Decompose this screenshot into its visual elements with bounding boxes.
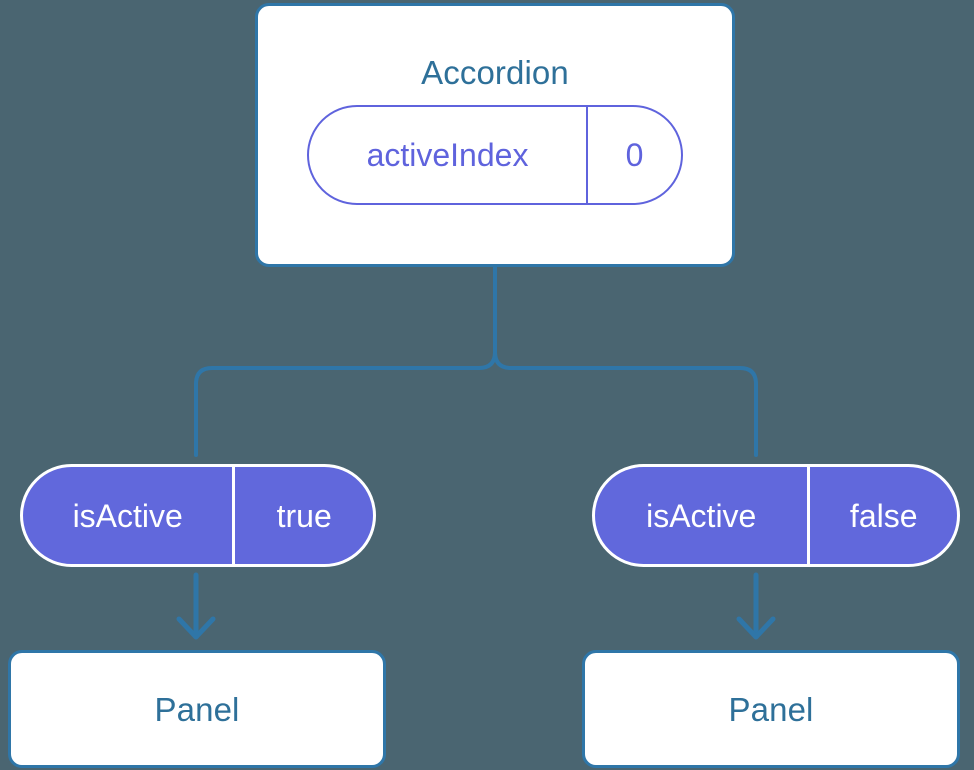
prop-pill-value-right: false — [807, 467, 957, 564]
prop-pill-key-left: isActive — [72, 497, 183, 534]
panel-title-left: Panel — [154, 690, 240, 728]
prop-pill-is-active-right[interactable]: isActive false — [592, 464, 960, 567]
arrow-left-panel — [176, 572, 216, 640]
prop-pill-key-right: isActive — [646, 497, 757, 534]
state-pill-active-index[interactable]: activeIndex 0 — [307, 105, 683, 205]
prop-pill-value-left: true — [232, 467, 373, 564]
accordion-title: Accordion — [421, 54, 569, 91]
state-pill-key: activeIndex — [366, 137, 529, 173]
connector-right-branch — [493, 265, 758, 457]
connector-left-branch — [194, 265, 497, 457]
accordion-component-card[interactable]: Accordion activeIndex 0 — [255, 3, 735, 267]
state-pill-value: 0 — [586, 107, 681, 203]
panel-component-card-left[interactable]: Panel — [8, 650, 386, 768]
panel-title-right: Panel — [728, 690, 814, 728]
panel-component-card-right[interactable]: Panel — [582, 650, 960, 768]
prop-pill-is-active-left[interactable]: isActive true — [20, 464, 376, 567]
arrow-right-panel — [736, 572, 776, 640]
